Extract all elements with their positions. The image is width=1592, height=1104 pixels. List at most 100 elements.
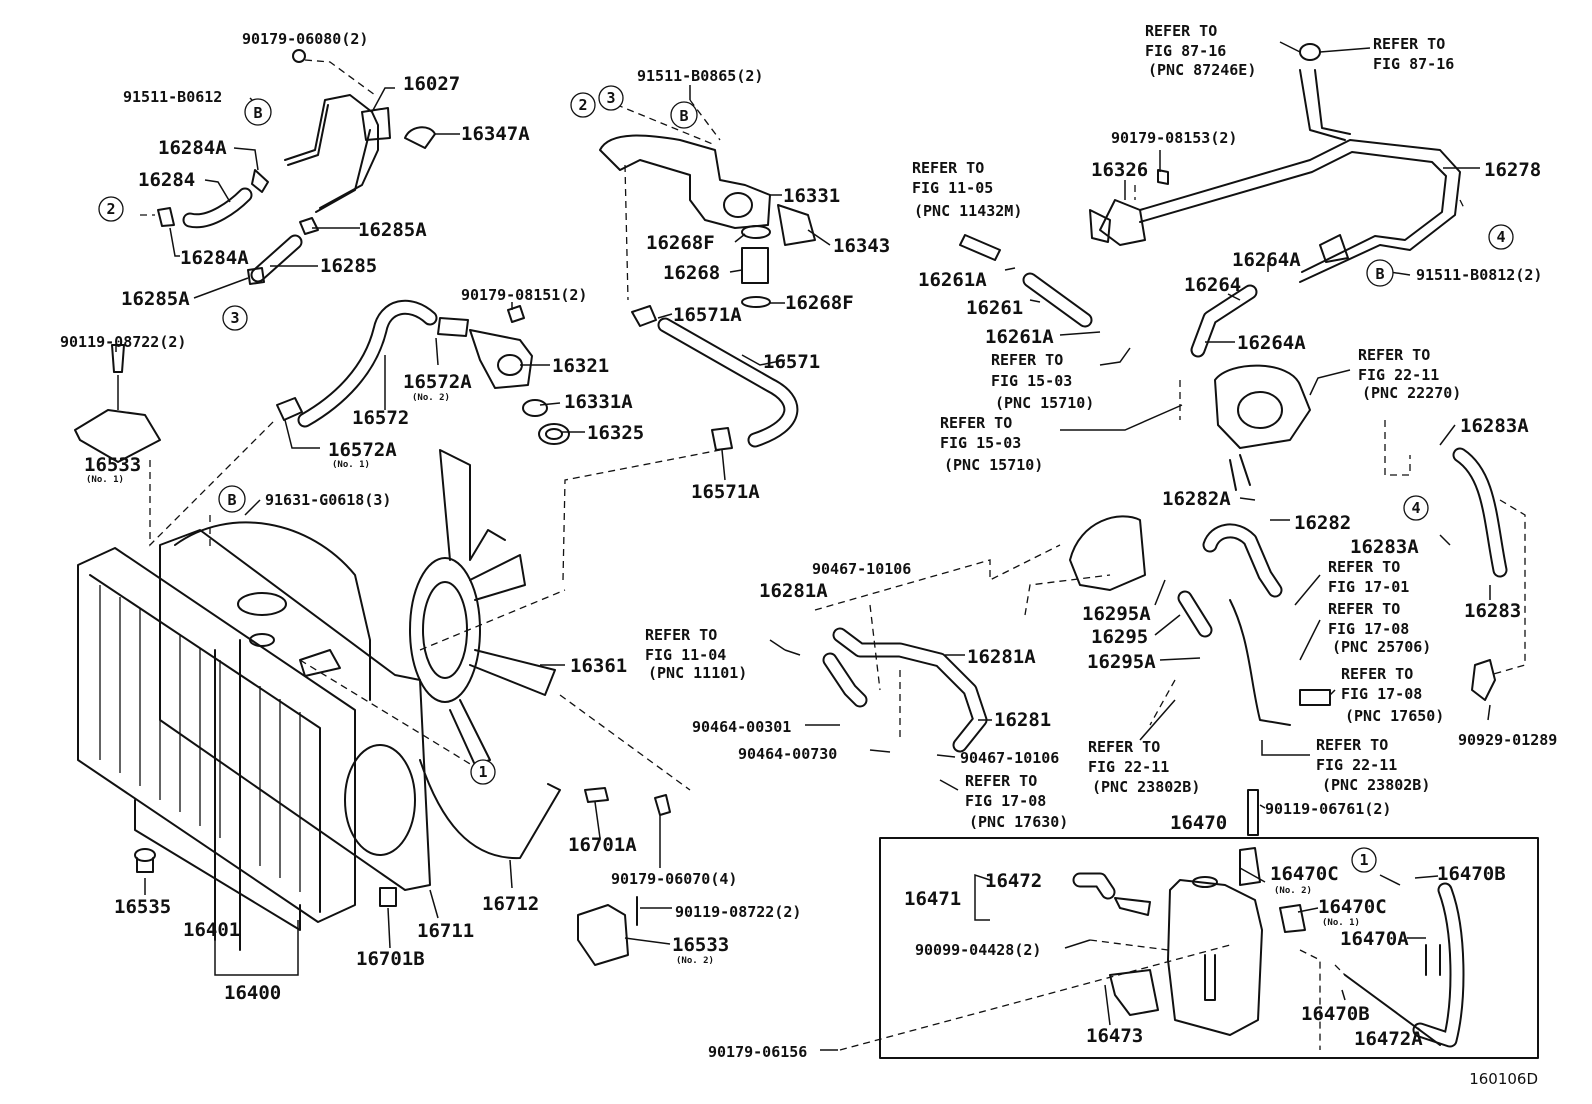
small-parts-drawing: [577, 787, 671, 966]
label-16331: 16331: [783, 185, 840, 207]
refer-fig-11-05-l2: FIG 11-05: [912, 179, 993, 197]
label-16283a-top: 16283A: [1460, 415, 1529, 437]
label-16295: 16295: [1091, 626, 1148, 648]
callout-b: B: [1366, 259, 1394, 287]
label-16281a-right: 16281A: [967, 646, 1036, 668]
label-16571a-top: 16571A: [673, 304, 742, 326]
callout-b: B: [218, 485, 246, 513]
refer-fig-17-08-a-l3: (PNC 25706): [1332, 638, 1431, 656]
refer-fig-11-05-l3: (PNC 11432M): [914, 202, 1022, 220]
label-90179-06070: 90179-06070(4): [611, 870, 737, 888]
label-16470a: 16470A: [1340, 928, 1409, 950]
label-16283: 16283: [1464, 600, 1521, 622]
label-16284: 16284: [138, 169, 195, 191]
label-16285a-top: 16285A: [358, 219, 427, 241]
label-16284a-bot: 16284A: [180, 247, 249, 269]
callout-b-text: B: [1375, 265, 1384, 283]
label-16401: 16401: [183, 919, 240, 941]
label-90179-06080: 90179-06080(2): [242, 30, 368, 48]
refer-fig-22-11-c-l3: (PNC 23802B): [1322, 776, 1430, 794]
refer-fig-17-08-a-l2: FIG 17-08: [1328, 620, 1409, 638]
refer-fig-22-11-c-l1: REFER TO: [1316, 736, 1388, 754]
label-16472a: 16472A: [1354, 1028, 1423, 1050]
label-90099-04428: 90099-04428(2): [915, 941, 1041, 959]
refer-fig-17-08-c-l1: REFER TO: [965, 772, 1037, 790]
refer-notes: REFER TO FIG 87-16 (PNC 87246E) REFER TO…: [645, 22, 1461, 831]
refer-fig-17-08-c-l2: FIG 17-08: [965, 792, 1046, 810]
refer-fig-17-01-l2: FIG 17-01: [1328, 578, 1409, 596]
callout-2: 2: [98, 196, 124, 222]
label-16712: 16712: [482, 893, 539, 915]
label-16470b-top: 16470B: [1437, 863, 1506, 885]
refer-fig-11-04-l3: (PNC 11101): [648, 664, 747, 682]
refer-fig-15-03-b-l1: REFER TO: [940, 414, 1012, 432]
label-16261a-bot: 16261A: [985, 326, 1054, 348]
callout-b-text: B: [679, 107, 688, 125]
label-16268f-top: 16268F: [646, 232, 715, 254]
callout-b-text: B: [227, 491, 236, 509]
label-90119-06761: 90119-06761(2): [1265, 800, 1391, 818]
callout-4: 4: [1488, 224, 1514, 250]
refer-fig-87-16-pnc-87246e-l3: (PNC 87246E): [1148, 61, 1256, 79]
callout-3: 3: [598, 85, 624, 111]
part-labels: 90179-06080(2) 16027 91511-B0612 16347A …: [60, 30, 1557, 1061]
label-16281a-left: 16281A: [759, 580, 828, 602]
note-16572a-no1: (No. 1): [332, 460, 370, 470]
label-16572a-no2: 16572A: [403, 371, 472, 393]
label-16701a: 16701A: [568, 834, 637, 856]
label-16295a-bot: 16295A: [1087, 651, 1156, 673]
callout-b-text: B: [253, 104, 262, 122]
reserve-tank-drawing: [879, 789, 1539, 1059]
label-16326: 16326: [1091, 159, 1148, 181]
note-16533-no2: (No. 2): [676, 956, 714, 966]
label-16325: 16325: [587, 422, 644, 444]
label-90179-06156: 90179-06156: [708, 1043, 807, 1061]
diagram-id: 160106D: [1469, 1070, 1538, 1088]
label-16295a-top: 16295A: [1082, 603, 1151, 625]
refer-fig-87-16-pnc-87246e-l1: REFER TO: [1145, 22, 1217, 40]
callout-2: 2: [570, 92, 596, 118]
label-16268f-bot: 16268F: [785, 292, 854, 314]
refer-fig-11-04-l2: FIG 11-04: [645, 646, 726, 664]
callout-2-text: 2: [106, 200, 115, 218]
callout-1-text: 1: [1359, 851, 1368, 869]
callout-2-text: 2: [578, 96, 587, 114]
leader-lines: [115, 41, 1491, 1051]
label-16261: 16261: [966, 297, 1023, 319]
label-16472: 16472: [985, 870, 1042, 892]
label-16400: 16400: [224, 982, 281, 1004]
radiator-drawing: [77, 547, 397, 951]
label-16268: 16268: [663, 262, 720, 284]
note-16572a-no2: (No. 2): [412, 393, 450, 403]
label-16470c-no2: 16470C: [1270, 863, 1339, 885]
callout-3-text: 3: [606, 89, 615, 107]
label-91631-g0618: 91631-G0618(3): [265, 491, 391, 509]
label-16282a: 16282A: [1162, 488, 1231, 510]
refer-fig-11-05-l1: REFER TO: [912, 159, 984, 177]
fan-shroud-drawing: [159, 521, 561, 891]
label-16711: 16711: [417, 920, 474, 942]
label-16281: 16281: [994, 709, 1051, 731]
refer-fig-15-03-b-l3: (PNC 15710): [944, 456, 1043, 474]
refer-fig-22-11-a-l3: (PNC 22270): [1362, 384, 1461, 402]
label-16347a: 16347A: [461, 123, 530, 145]
water-pipe-drawing: [1089, 43, 1461, 283]
label-16473: 16473: [1086, 1025, 1143, 1047]
refer-fig-17-08-c-l3: (PNC 17630): [969, 813, 1068, 831]
label-16571: 16571: [763, 351, 820, 373]
label-16285: 16285: [320, 255, 377, 277]
label-16343: 16343: [833, 235, 890, 257]
callout-1-text: 1: [478, 763, 487, 781]
refer-fig-22-11-b-l2: FIG 22-11: [1088, 758, 1169, 776]
label-90464-00730: 90464-00730: [738, 745, 837, 763]
refer-fig-17-01-l1: REFER TO: [1328, 558, 1400, 576]
label-16283a-bot: 16283A: [1350, 536, 1419, 558]
refer-fig-22-11-c-l2: FIG 22-11: [1316, 756, 1397, 774]
refer-fig-22-11-b-l1: REFER TO: [1088, 738, 1160, 756]
label-16284a-top: 16284A: [158, 137, 227, 159]
refer-fig-87-16-l1: REFER TO: [1373, 35, 1445, 53]
water-inlet-drawing: [599, 134, 816, 451]
label-16572a-no1: 16572A: [328, 439, 397, 461]
label-90119-08722-top: 90119-08722(2): [60, 333, 186, 351]
